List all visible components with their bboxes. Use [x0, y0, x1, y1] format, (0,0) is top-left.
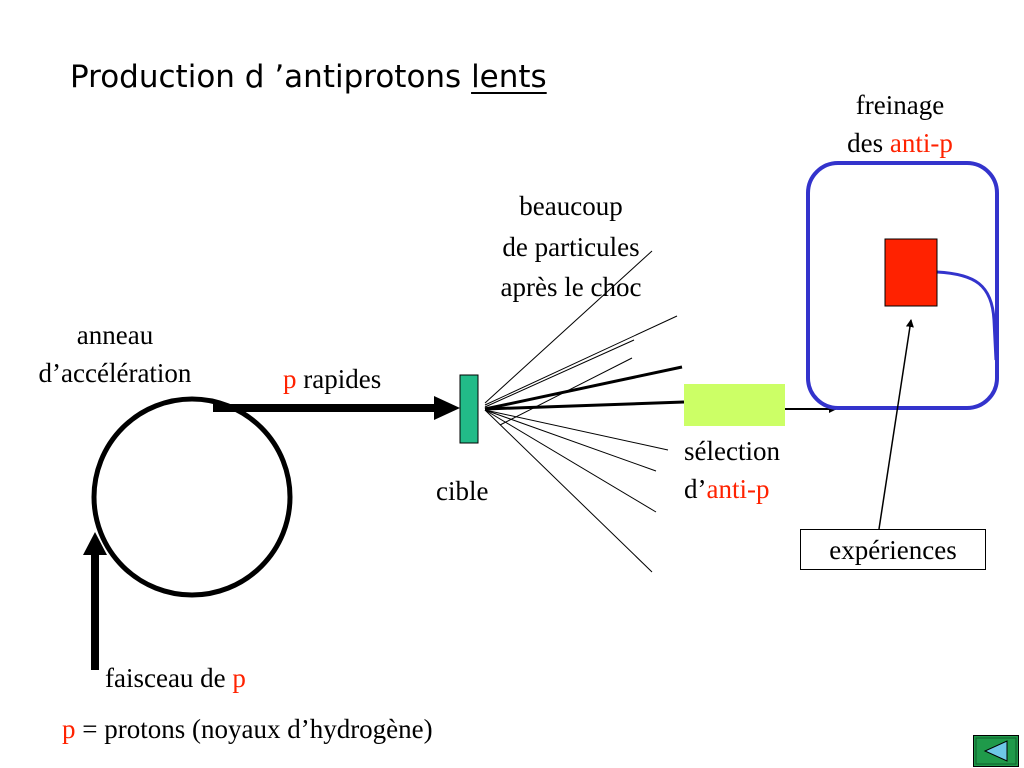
particles-label: beaucoup de particules après le choc [474, 186, 668, 308]
particle-spray [484, 250, 678, 573]
selector-block [684, 384, 785, 426]
trap-cable [936, 270, 998, 361]
experiments-arrow [878, 319, 914, 530]
particles-line2: de particules [502, 231, 640, 262]
legend-label: p = protons (noyaux d’hydrogène) [62, 714, 433, 744]
selection-line2: d’anti-p [684, 474, 770, 505]
target-label: cible [436, 476, 489, 506]
braking-label: freinage des anti-p [820, 86, 980, 163]
title-main: Production d ’antiprotons [70, 59, 472, 95]
beam-label: faisceau de p [105, 663, 246, 693]
fast-protons-arrowhead [434, 396, 460, 420]
back-triangle-icon [975, 737, 1017, 765]
accelerator-ring [91, 396, 293, 598]
ring-line2: d’accélération [38, 358, 192, 389]
ring-line1: anneau [76, 320, 154, 350]
ring-label: anneau d’accélération [20, 316, 210, 393]
title-emphasis: lents [471, 59, 547, 95]
beam-arrowhead [83, 532, 107, 555]
experiments-box: expériences [800, 529, 986, 570]
fast-protons-label: p rapides [283, 364, 382, 394]
braking-trap [806, 161, 999, 410]
trap-block [884, 238, 938, 307]
back-button[interactable] [973, 735, 1019, 767]
experiments-label: expériences [829, 535, 957, 565]
particle-track-selected [484, 400, 685, 411]
particles-line1: beaucoup [519, 191, 623, 221]
selection-label: sélection d’anti-p [684, 432, 780, 509]
target-block [459, 374, 479, 444]
braking-line2: des anti-p [847, 128, 953, 159]
particle-track-upper [484, 365, 683, 411]
selection-line1: sélection [684, 436, 780, 466]
page-title: Production d ’antiprotons lents [70, 60, 547, 94]
braking-line1: freinage [855, 90, 945, 120]
particles-line3: après le choc [500, 272, 642, 302]
